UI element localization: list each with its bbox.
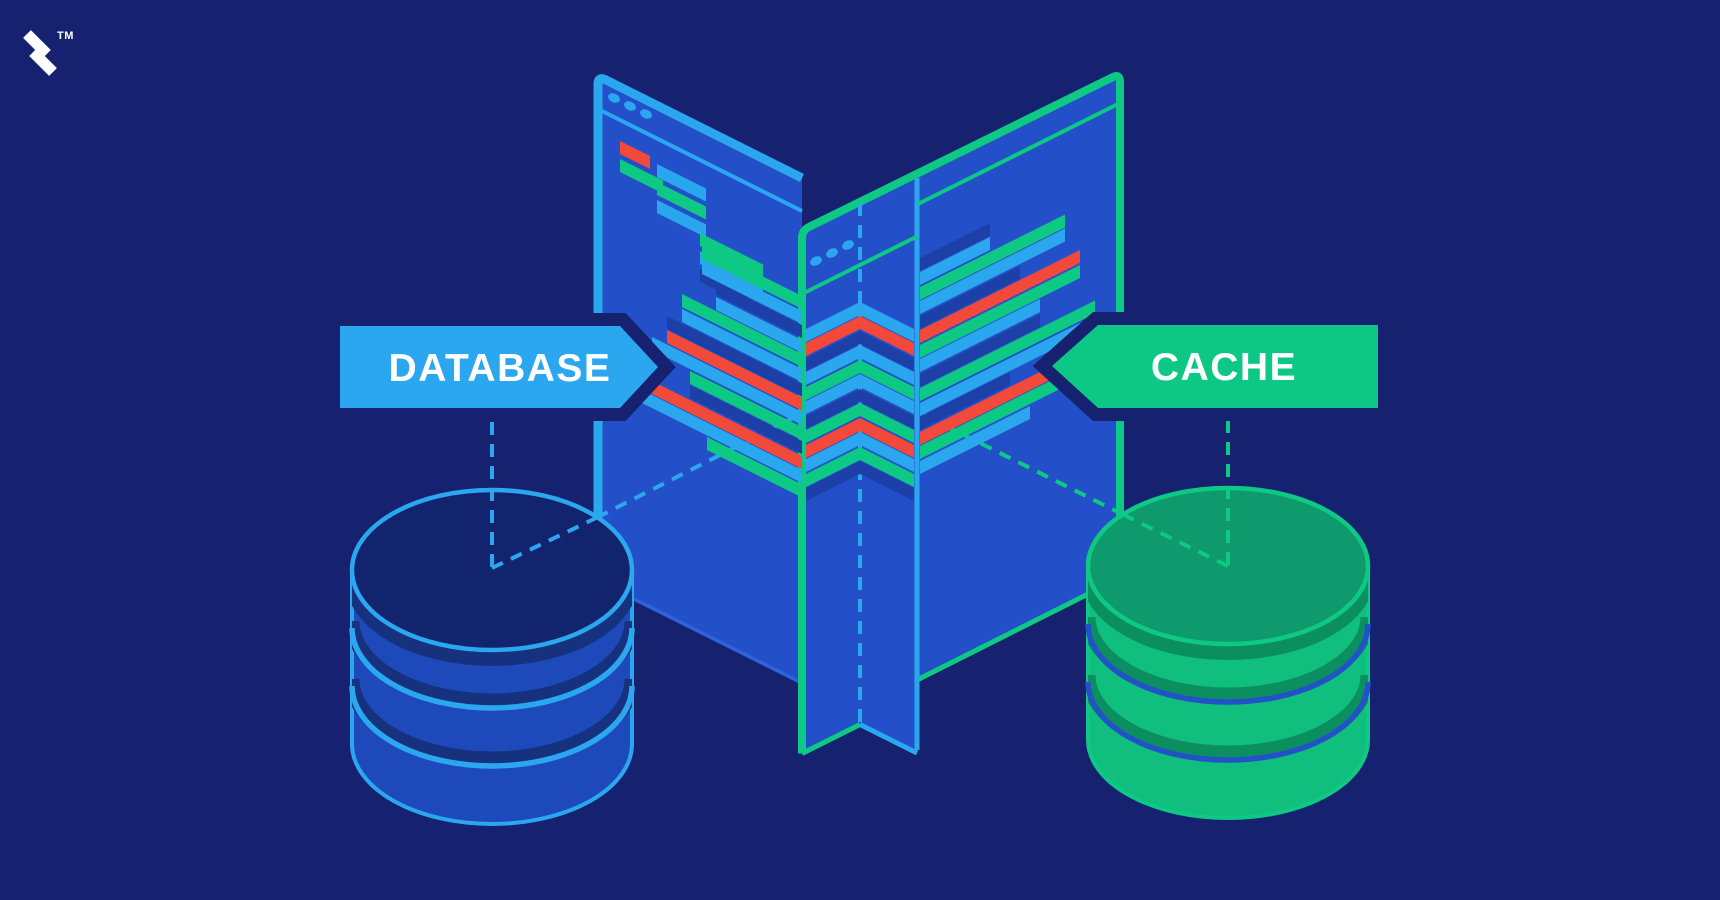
window-dot-icon: [624, 101, 636, 111]
dashed-connector-lines: [490, 420, 1230, 570]
database-cylinder: [349, 487, 635, 826]
window-dot-icon: [640, 109, 652, 119]
database-banner-label: DATABASE: [389, 347, 612, 390]
window-dot-icon: [810, 256, 822, 266]
window-dot-icon: [608, 93, 620, 103]
cache-banner-label: CACHE: [1151, 346, 1297, 389]
toptal-logo: [23, 30, 57, 76]
window-dot-icon: [842, 240, 854, 250]
cache-banner: [1032, 312, 1391, 421]
database-connector-line: [490, 422, 598, 570]
left-window-code-stripes: [620, 141, 802, 498]
database-banner: [327, 313, 676, 421]
spine-chevron-stripes: [806, 302, 914, 501]
window-dot-icon: [826, 248, 838, 258]
cache-connector-line: [1122, 420, 1230, 568]
logo-mark-icon: [29, 45, 57, 76]
right-window-code-stripes: [920, 214, 1095, 474]
trademark-label: TM: [57, 30, 74, 42]
